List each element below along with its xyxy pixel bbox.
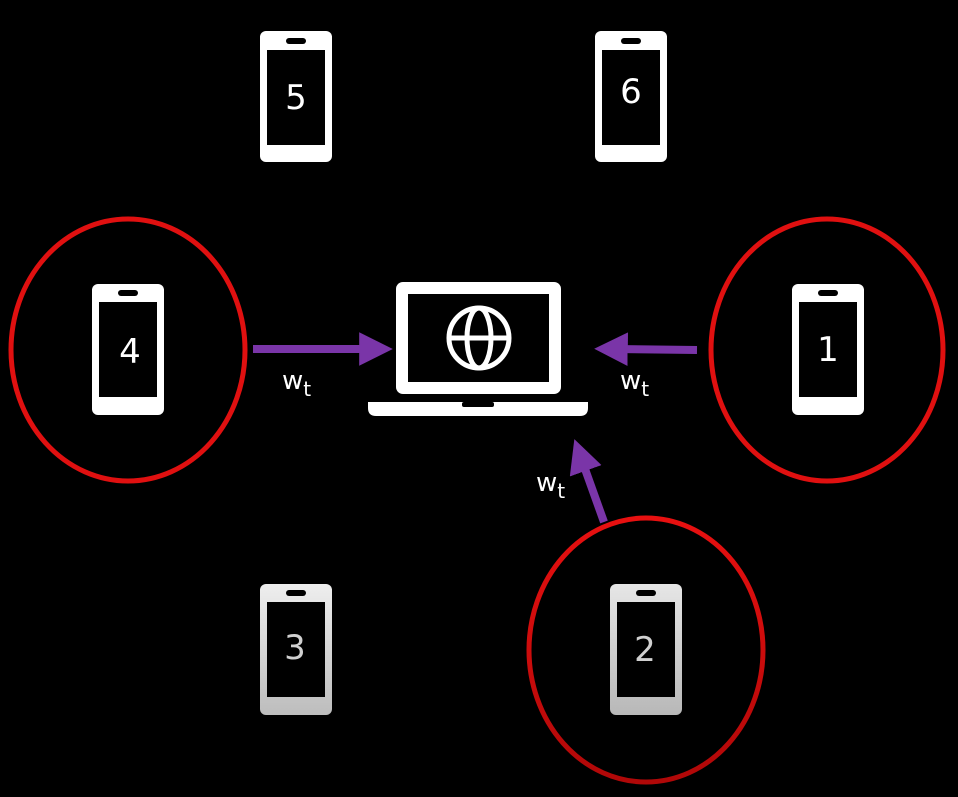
device-6: 6 <box>595 31 667 162</box>
device-number: 5 <box>285 78 307 118</box>
laptop-globe-icon <box>368 282 588 416</box>
weight-symbol: w <box>620 366 641 396</box>
device-number: 6 <box>620 72 642 112</box>
smartphone-icon <box>260 31 332 162</box>
weight-subscript: t <box>303 377 311 401</box>
weight-subscript: t <box>641 377 649 401</box>
device-number: 1 <box>817 330 839 370</box>
weight-subscript: t <box>557 479 565 503</box>
device-4: 4 <box>8 216 248 484</box>
smartphone-icon <box>92 284 164 415</box>
weight-label: wt <box>620 366 649 401</box>
device-5: 5 <box>260 31 332 162</box>
selection-ring <box>8 216 248 484</box>
weight-symbol: w <box>282 366 303 396</box>
device-3: 3 <box>260 584 332 715</box>
device-number: 2 <box>634 630 656 670</box>
weight-symbol: w <box>536 468 557 498</box>
smartphone-icon <box>610 584 682 715</box>
device-number: 4 <box>119 332 141 372</box>
arrow-from-device-1 <box>594 332 698 366</box>
device-1: 1 <box>708 216 946 484</box>
smartphone-icon <box>792 284 864 415</box>
smartphone-icon <box>595 31 667 162</box>
selection-ring <box>526 515 766 785</box>
update-arrows <box>253 332 698 524</box>
device-number: 3 <box>284 628 306 668</box>
smartphone-icon <box>260 584 332 715</box>
device-2: 2 <box>526 515 766 785</box>
arrow-from-device-2 <box>569 439 608 524</box>
server-laptop <box>368 282 588 416</box>
weight-label: wt <box>536 468 565 503</box>
selection-ring <box>708 216 946 484</box>
weight-label: wt <box>282 366 311 401</box>
